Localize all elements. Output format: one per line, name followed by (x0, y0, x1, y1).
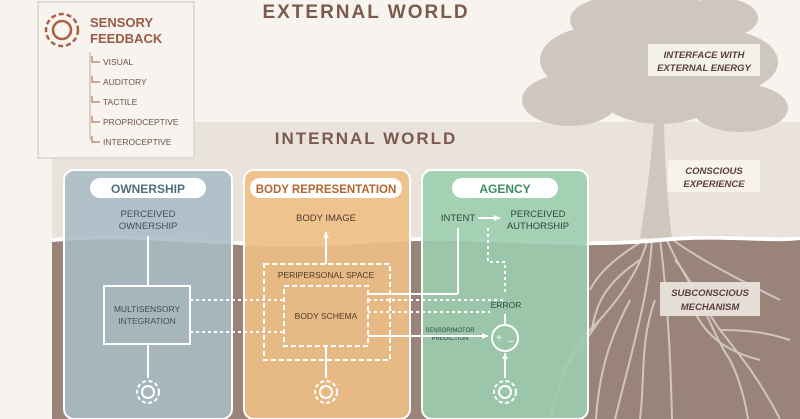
subconscious-line1: SUBCONSCIOUS (671, 288, 749, 299)
peripersonal-space-label: PERIPERSONAL SPACE (278, 270, 375, 280)
agency-panel: AGENCY INTENT PERCEIVED AUTHORSHIP ERROR… (421, 169, 589, 419)
interface-line2: EXTERNAL ENERGY (657, 63, 752, 74)
comparator-minus: − (508, 337, 514, 348)
svg-text:INTEROCEPTIVE: INTEROCEPTIVE (103, 137, 172, 147)
sensory-feedback-box (37, 1, 195, 159)
comparator-node (491, 324, 519, 352)
ownership-panel: OWNERSHIP PERCEIVED OWNERSHIP MULTISENSO… (63, 169, 233, 419)
interface-label: INTERFACE WITH EXTERNAL ENERGY (648, 44, 760, 76)
conscious-line2: EXPERIENCE (683, 179, 745, 190)
svg-text:VISUAL: VISUAL (103, 57, 134, 67)
sensory-item-interoceptive: INTEROCEPTIVE (91, 136, 172, 147)
perceived-ownership-line2: OWNERSHIP (119, 221, 178, 232)
error-dotted-line (487, 228, 506, 294)
sensory-title-line1: SENSORY (90, 15, 153, 30)
sensorimotor-prediction-line1: SENSORIMOTOR (425, 328, 475, 334)
perceived-ownership-line1: PERCEIVED (121, 209, 176, 220)
sensory-feedback-icon (44, 12, 80, 48)
cross-panel-connectors (190, 293, 505, 339)
body-sensory-icon (314, 380, 338, 404)
perceived-authorship-line1: PERCEIVED (511, 209, 566, 220)
svg-text:TACTILE: TACTILE (103, 97, 138, 107)
interface-line1: INTERFACE WITH (664, 50, 746, 61)
multisensory-line2: INTEGRATION (118, 316, 175, 326)
sensory-title-line2: FEEDBACK (90, 31, 163, 46)
ownership-title-pill (90, 178, 206, 198)
body-representation-panel: BODY REPRESENTATION BODY IMAGE PERIPERSO… (243, 169, 411, 419)
subconscious-line2: MECHANISM (681, 302, 741, 313)
perceived-authorship-line2: AUTHORSHIP (507, 221, 569, 232)
error-label: ERROR (491, 300, 522, 310)
body-representation-title-pill (250, 178, 402, 198)
sensory-feedback-legend: SENSORY FEEDBACK VISUAL AUDITORY TACTILE… (37, 1, 195, 159)
ownership-sensory-icon (136, 380, 160, 404)
body-schema-label: BODY SCHEMA (295, 311, 358, 321)
conscious-label: CONSCIOUS EXPERIENCE (668, 160, 760, 192)
multisensory-line1: MULTISENSORY (114, 304, 181, 314)
intent-label: INTENT (441, 213, 476, 224)
svg-text:AUDITORY: AUDITORY (103, 77, 147, 87)
external-world-title: EXTERNAL WORLD (262, 2, 469, 23)
subconscious-label: SUBCONSCIOUS MECHANISM (660, 282, 760, 316)
internal-world-title: INTERNAL WORLD (275, 129, 458, 148)
conscious-line1: CONSCIOUS (685, 166, 743, 177)
comparator-plus: + (496, 333, 502, 344)
agency-title-pill (452, 178, 558, 198)
sensory-item-tactile: TACTILE (91, 96, 138, 107)
agency-title: AGENCY (479, 182, 530, 196)
sensory-item-auditory: AUDITORY (91, 76, 147, 87)
ownership-title: OWNERSHIP (111, 182, 185, 196)
body-representation-title: BODY REPRESENTATION (256, 184, 397, 196)
svg-text:PROPRIOCEPTIVE: PROPRIOCEPTIVE (103, 117, 179, 127)
sensory-item-proprioceptive: PROPRIOCEPTIVE (91, 116, 179, 127)
sensorimotor-prediction-line2: PREDICTION (431, 336, 468, 342)
agency-sensory-icon (493, 380, 517, 404)
body-image-label: BODY IMAGE (296, 213, 356, 224)
sensory-item-visual: VISUAL (91, 56, 134, 67)
